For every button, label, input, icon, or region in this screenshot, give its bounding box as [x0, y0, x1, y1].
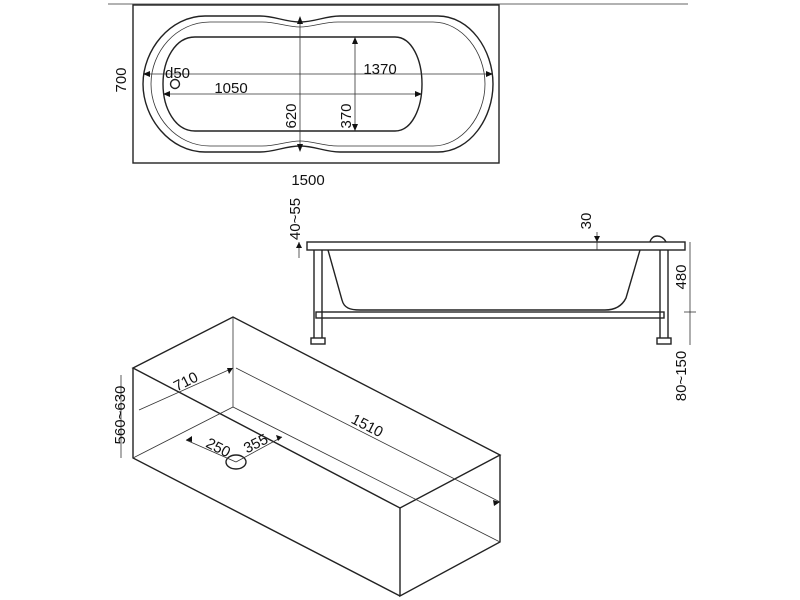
tub-rim — [306, 241, 686, 251]
arrow-icon — [296, 242, 302, 248]
label-710: 710 — [171, 369, 201, 396]
box-top — [131, 316, 502, 509]
box-front — [399, 455, 501, 598]
label-width-700: 700 — [113, 67, 130, 92]
arrow-icon — [143, 71, 150, 77]
tub-outer-rim — [142, 15, 494, 153]
arrow-icon — [594, 236, 600, 242]
label-30: 30 — [578, 213, 595, 230]
tub-basin — [162, 36, 423, 132]
dim-line-355 — [235, 436, 283, 463]
drain-hole — [169, 78, 181, 90]
label-1510: 1510 — [348, 411, 385, 441]
arrow-icon — [352, 124, 358, 131]
tub-rim-edge — [150, 21, 486, 147]
arrow-icon — [227, 368, 233, 374]
label-40-55: 40~55 — [287, 198, 304, 240]
dim-line-250 — [185, 439, 237, 463]
arrow-icon — [163, 91, 170, 97]
arrow-icon — [297, 144, 303, 152]
label-620: 620 — [283, 103, 300, 128]
label-length-1500: 1500 — [291, 172, 324, 189]
tub-outline — [132, 4, 500, 164]
arrow-icon — [493, 500, 500, 506]
panel-view: 560~630 710 1510 250 355 — [112, 316, 502, 598]
tub-body — [327, 249, 641, 311]
drain-hole — [225, 454, 247, 470]
label-drain-d50: d50 — [165, 65, 190, 82]
label-80-150: 80~150 — [673, 351, 690, 401]
dim-line-710 — [138, 367, 234, 411]
dim-line-1510 — [235, 367, 501, 503]
arrow-icon — [297, 16, 303, 24]
label-480: 480 — [673, 264, 690, 289]
label-1370: 1370 — [363, 61, 396, 78]
box-left-edge — [132, 368, 401, 597]
frame-bar — [315, 311, 665, 319]
foot-right — [656, 337, 672, 345]
label-560-630: 560~630 — [112, 386, 129, 445]
headrest — [649, 235, 667, 243]
side-view: 40~55 30 480 80~150 — [287, 198, 696, 401]
label-370: 370 — [338, 103, 355, 128]
foot-left — [310, 337, 326, 345]
arrow-icon — [276, 435, 282, 441]
arrow-icon — [415, 91, 422, 97]
label-355: 355 — [241, 431, 271, 458]
top-view: 700 1500 d50 1050 1370 620 370 — [113, 4, 500, 189]
label-1050: 1050 — [214, 80, 247, 97]
arrow-icon — [186, 436, 192, 442]
arrow-icon — [486, 71, 493, 77]
arrow-icon — [352, 37, 358, 44]
